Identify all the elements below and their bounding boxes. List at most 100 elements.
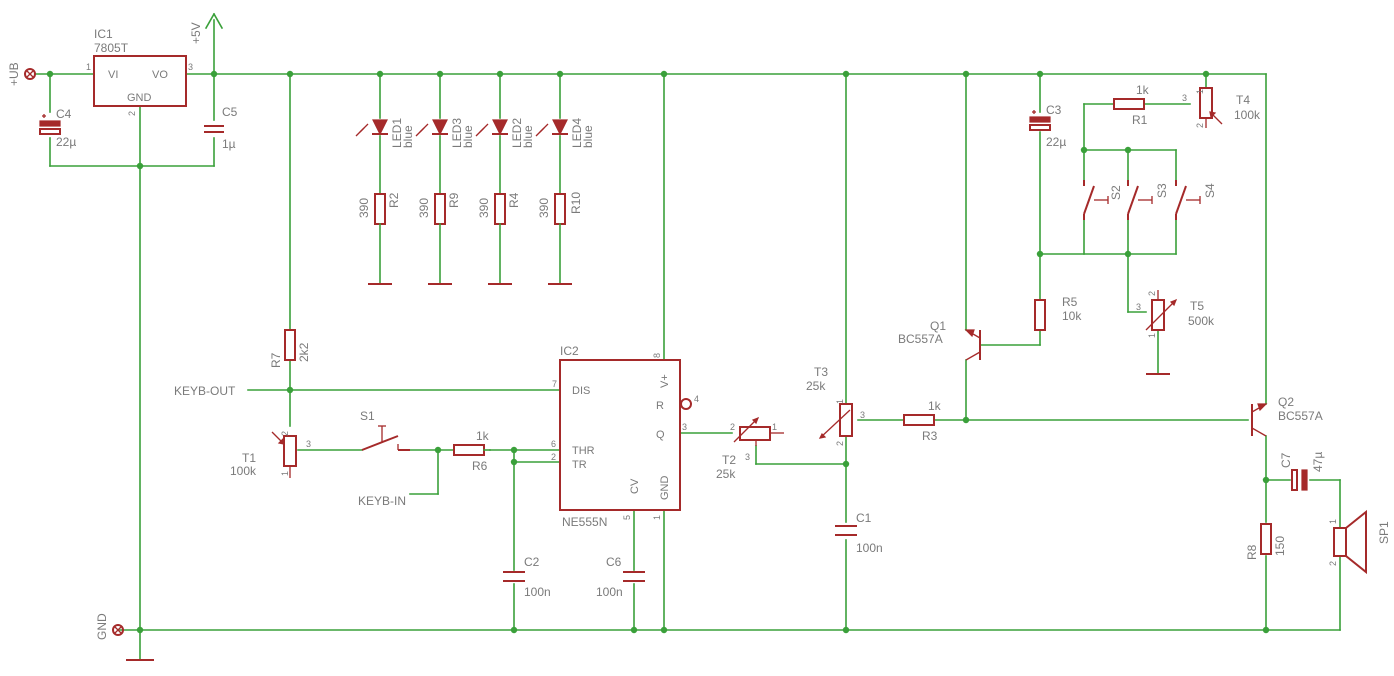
c6-name: C6 [606,555,622,569]
ic1-regulator: IC1 7805T VI VO GND 1 3 2 [86,27,193,116]
c6-value: 100n [596,585,623,599]
led-led4: LED4 blue [535,118,595,148]
capacitor-c1: C1 100n [835,511,883,555]
t4-value: 100k [1234,108,1261,122]
ic2-dis: DIS [572,385,590,397]
trimmer-t4: 3 1 2 T4 100k [1182,87,1261,128]
ic2-thr: THR [572,445,595,457]
t2-pin3: 3 [745,452,750,462]
r6-value: 1k [476,429,490,443]
t3-value: 25k [806,379,826,393]
trimmer-t3: 1 3 2 T3 25k [806,365,865,446]
r10-value: 390 [537,198,551,218]
t5-value: 500k [1188,314,1215,328]
resistor-r3: 1k R3 [903,399,942,443]
c5-name: C5 [222,105,238,119]
switch-s2[interactable]: S2 [1083,180,1123,220]
resistor-r10: 390 R10 [537,192,583,285]
r1-name: R1 [1132,113,1148,127]
c7-value: 47µ [1311,452,1325,472]
connector-ub[interactable]: +UB [7,62,36,86]
c1-name: C1 [856,511,872,525]
led3-name: LED3 [450,118,464,148]
r8-value: 150 [1273,536,1287,556]
t3-name: T3 [814,365,828,379]
capacitor-c3: C3 22µ [1029,103,1066,149]
q2-value: BC557A [1278,409,1323,423]
trimmer-t5: 2 3 1 T5 500k [1136,290,1215,375]
sp1-pin2: 2 [1328,561,1338,566]
q1-name: Q1 [930,319,946,333]
t4-name: T4 [1236,93,1250,107]
led1-name: LED1 [390,118,404,148]
t2-name: T2 [722,453,736,467]
net-label-ub: +UB [7,62,21,86]
r5-value: 10k [1062,309,1082,323]
t3-pin2: 2 [835,441,845,446]
resistor-r9: 390 R9 [417,192,461,285]
resistor-r5: R5 10k [1034,295,1082,331]
ic2-gnd: GND [659,476,671,501]
trimmer-t1: 2 3 1 T1 100k [230,431,311,478]
c4-name: C4 [56,107,72,121]
capacitor-c4: C4 22µ [39,107,76,149]
sp1-name: SP1 [1377,521,1391,544]
r3-name: R3 [922,429,938,443]
ic2-pin4: 4 [694,394,699,404]
s2-name: S2 [1109,185,1123,200]
r7-value: 2k2 [297,342,311,362]
ic2-name: IC2 [560,344,579,358]
t5-name: T5 [1190,299,1204,313]
led4-value: blue [581,125,595,148]
ic2-pin1: 1 [652,515,662,520]
led2-name: LED2 [510,118,524,148]
r10-name: R10 [569,192,583,214]
resistor-r2: 390 R2 [357,192,401,285]
t1-pin2: 2 [280,431,290,436]
s4-name: S4 [1203,183,1217,198]
resistor-r7: R7 2k2 [269,329,311,368]
c2-value: 100n [524,585,551,599]
switch-s4[interactable]: S4 [1175,180,1217,220]
r3-value: 1k [928,399,942,413]
wires [35,19,1341,661]
c3-value: 22µ [1046,135,1066,149]
r4-name: R4 [507,192,521,208]
led-led1: LED1 blue [355,118,415,148]
connector-gnd[interactable]: GND [95,613,124,640]
switch-s3[interactable]: S3 [1127,180,1169,220]
q1-value: BC557A [898,332,943,346]
t4-pin2: 2 [1195,123,1205,128]
t5-pin2: 2 [1147,291,1157,296]
t1-name: T1 [242,451,256,465]
c2-name: C2 [524,555,540,569]
net-label-keyb-in: KEYB-IN [358,494,406,508]
capacitor-c6: C6 100n [596,555,645,599]
t5-pin1: 1 [1147,333,1157,338]
led1-value: blue [401,125,415,148]
t4-pin3: 3 [1182,93,1187,103]
ic2-tr: TR [572,459,587,471]
ic1-value: 7805T [94,41,129,55]
r5-name: R5 [1062,295,1078,309]
net-label-5v: +5V [189,22,203,44]
t1-value: 100k [230,464,257,478]
ic1-pin1: 1 [86,62,91,72]
ic2-q: Q [656,429,665,441]
ic2-pin5: 5 [622,515,632,520]
t3-pin3: 3 [860,410,865,420]
resistor-r1: 1k R1 [1113,83,1150,127]
switch-s1[interactable]: S1 [360,409,410,451]
led2-value: blue [521,125,535,148]
r9-name: R9 [447,192,461,208]
c1-value: 100n [856,541,883,555]
resistor-r8: R8 150 [1245,523,1287,560]
led-led2: LED2 blue [475,118,535,148]
c7-name: C7 [1279,452,1293,468]
c4-value: 22µ [56,135,76,149]
t1-pin3: 3 [306,439,311,449]
sp1-pin1: 1 [1328,519,1338,524]
resistor-r6: 1k R6 [453,429,491,473]
net-label-keyb-out: KEYB-OUT [174,384,236,398]
